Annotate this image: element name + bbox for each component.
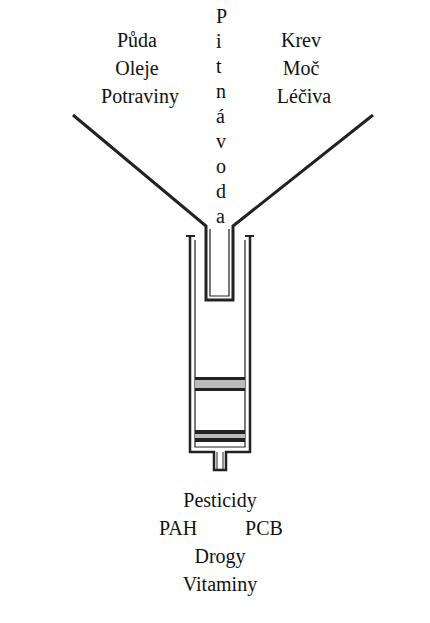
sample-label: Moč [283,56,320,80]
sample-label: Pesticidy [183,488,256,512]
lower-frit [195,438,245,442]
lower-frit [195,430,245,434]
sorbent-bed [195,434,245,438]
sample-label: Drogy [194,544,245,568]
upper-frit [195,377,245,380]
funnel-stem-inner [210,229,229,296]
sample-label: Půda [117,28,157,52]
sample-label: Oleje [115,56,158,80]
cartridge-tip [217,452,223,470]
sample-label: Vitaminy [183,572,257,596]
cartridge-rim [186,235,254,237]
sample-label: Léčiva [277,84,331,108]
cartridge-inner [195,240,245,447]
sorbent-bed [195,380,245,388]
vertical-label: Pitná voda [216,4,217,229]
sample-label: Krev [281,28,321,52]
funnel [73,115,373,300]
cartridge-outer [190,236,250,470]
upper-frit [195,388,245,391]
sample-label: Potraviny [101,84,179,108]
sample-label: PAH [159,516,197,540]
sample-label: PCB [245,516,283,540]
